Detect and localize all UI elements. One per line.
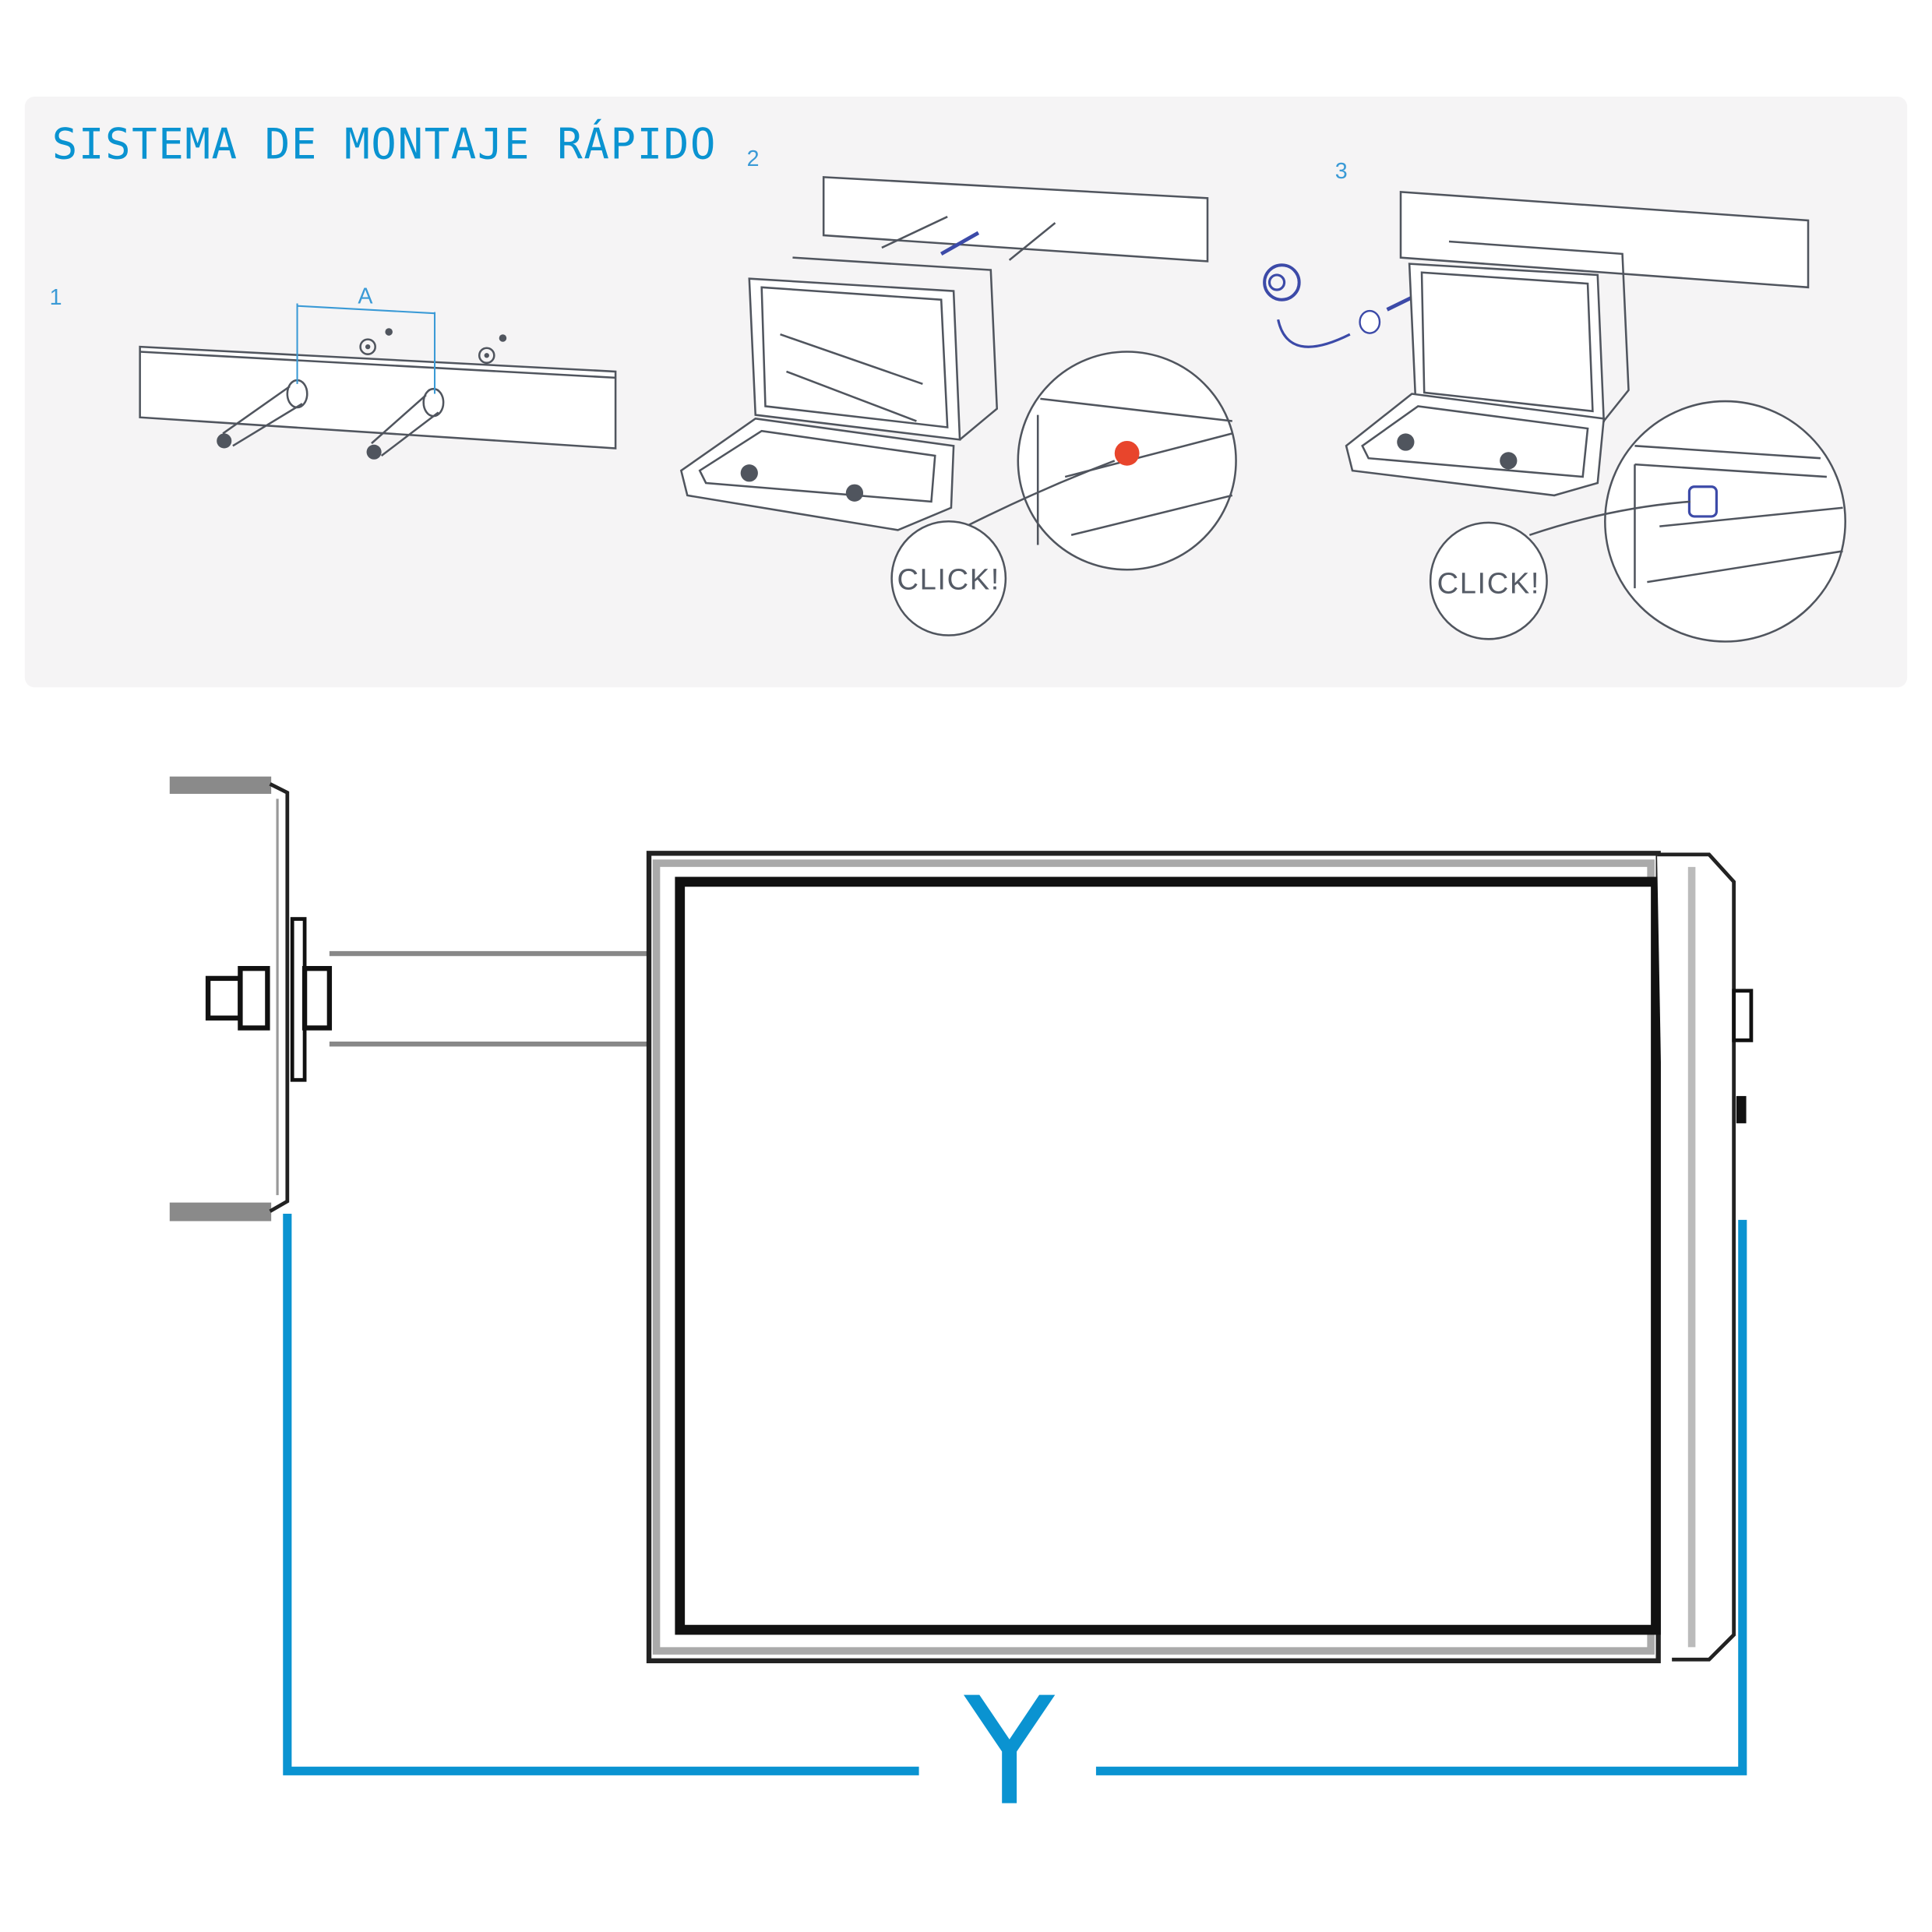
cap-highlight-icon	[1687, 485, 1718, 518]
toolbox-body	[646, 851, 1661, 1664]
dimension-y: Y	[283, 1213, 1747, 1839]
step-2: 2 CLICK!	[679, 146, 1237, 636]
toolbox-icon	[679, 256, 999, 531]
chassis-flange-top	[169, 776, 272, 795]
click-label: CLICK!	[897, 563, 1000, 597]
step-3: 3 CLICK	[1263, 159, 1846, 643]
latch-highlight-icon	[1114, 440, 1140, 466]
panel-title: SISTEMA DE MONTAJE RÁPIDO	[52, 119, 717, 168]
instruction-panel: SISTEMA DE MONTAJE RÁPIDO 1	[24, 97, 1908, 688]
step-number: 3	[1335, 159, 1348, 184]
dimension-y-label: Y	[963, 1666, 1055, 1839]
chassis-flange-bottom	[169, 1202, 272, 1222]
step-1: 1 A	[50, 284, 617, 460]
step-number: 2	[747, 146, 760, 171]
arrow-icon	[940, 231, 980, 256]
toolbox-lid	[1657, 852, 1754, 1662]
mounting-rail	[1399, 191, 1810, 289]
toolbox-icon	[1345, 240, 1630, 497]
bolt-icon	[217, 379, 308, 449]
dimension-a-label: A	[358, 284, 373, 308]
bolt-icon	[366, 387, 445, 460]
step-number: 1	[50, 285, 62, 310]
click-label: CLICK!	[1437, 566, 1540, 600]
bolt-nut-icon	[205, 917, 333, 1082]
mounting-rail	[822, 175, 1209, 263]
side-view-drawing: Y	[169, 776, 1754, 1839]
detail-magnifier	[1604, 400, 1846, 643]
click-bubble	[1429, 521, 1548, 640]
chassis-beam	[269, 782, 290, 1213]
click-bubble	[890, 520, 1007, 636]
latch-icon	[1732, 989, 1754, 1042]
dimension-a: A	[296, 284, 436, 394]
washer-icon	[359, 328, 507, 365]
